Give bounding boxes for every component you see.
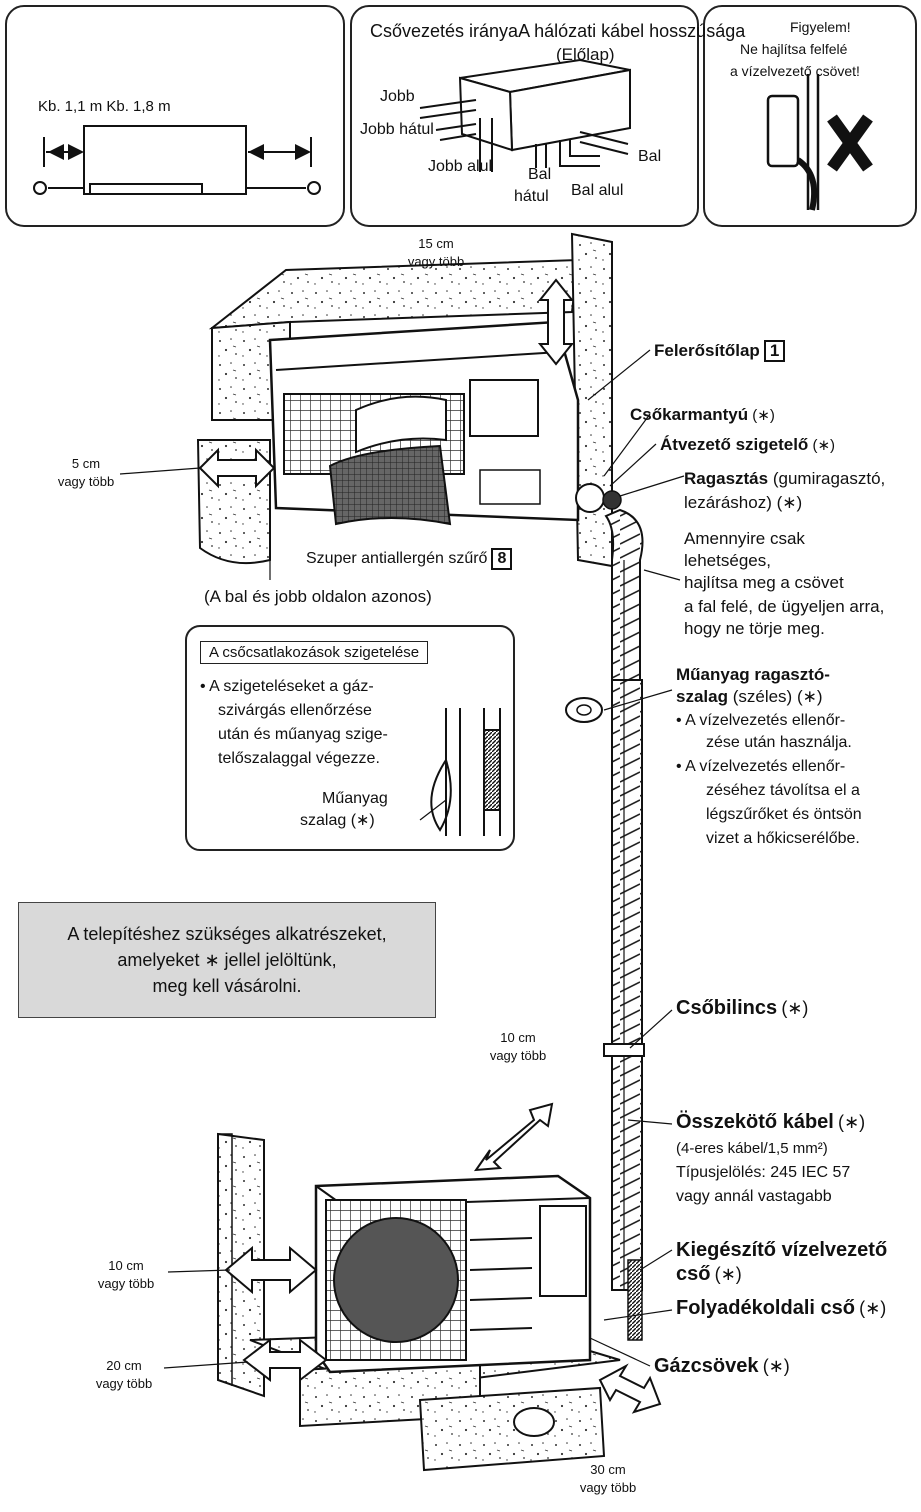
clamp-mark: (∗)	[781, 998, 809, 1018]
bend-note-1: Amennyire csak	[684, 529, 805, 548]
tape-label-2: szalag (széles) (∗)	[676, 686, 823, 707]
insulation-tape-label-1: Műanyag	[322, 790, 388, 807]
cable-text: Összekötő kábel	[676, 1111, 834, 1133]
dir-left-rear-2: hátul	[514, 188, 549, 205]
tape-bullet-2d: vizet a hőkicserélőbe.	[706, 830, 860, 847]
clearance-outdoor-top-value: 10 cm	[500, 1030, 536, 1045]
purchase-note-line-1: A telepítéshez szükséges alkatrészeket,	[67, 924, 387, 944]
cable-spec-2: Típusjelölés: 245 IEC 57	[676, 1164, 851, 1181]
filter-part-number: 8	[491, 548, 513, 570]
dir-right-rear: Jobb hátul	[360, 121, 434, 138]
clearance-outdoor-front-value: 30 cm	[590, 1462, 626, 1477]
tape-bullet-2b: zéséhez távolítsa el a	[706, 782, 860, 799]
drain-mark: (∗)	[714, 1264, 742, 1284]
clearance-outdoor-left-unit: vagy több	[97, 1276, 155, 1291]
sleeve-mark: (∗)	[752, 407, 775, 424]
insulation-line-4: telőszalaggal végezze.	[218, 750, 380, 767]
front-label: (Előlap)	[556, 45, 615, 64]
same-sides-note: (A bal és jobb oldalon azonos)	[204, 587, 432, 606]
drain-text: cső	[676, 1263, 711, 1285]
clearance-outdoor-left-value: 10 cm	[108, 1258, 144, 1273]
clearance-top-unit: vagy több	[407, 254, 465, 269]
warning-line-2: Ne hajlítsa felfelé	[740, 41, 848, 57]
insulation-tape-label-2: szalag (∗)	[300, 812, 375, 829]
putty-label: Ragasztás (gumiragasztó,	[684, 468, 885, 489]
sleeve-label: Csőkarmantyú (∗)	[630, 404, 775, 425]
purchase-note-box: A telepítéshez szükséges alkatrészeket, …	[18, 902, 436, 1018]
insulator-label: Átvezető szigetelő (∗)	[660, 434, 835, 455]
insulator-text: Átvezető szigetelő	[660, 435, 809, 454]
insulation-box-title: A csőcsatlakozások szigetelése	[200, 641, 429, 664]
tape-bullet-1a: • A vízelvezetés ellenőr-	[676, 712, 846, 729]
filter-label-text: Szuper antiallergén szűrő	[306, 550, 488, 567]
tape-label-bold: szalag	[676, 687, 728, 706]
tape-label-rest: (széles) (∗)	[727, 687, 823, 706]
sleeve-text: Csőkarmantyú	[630, 405, 749, 424]
liquid-pipe-mark: (∗)	[859, 1298, 887, 1318]
insulation-line-2: szivárgás ellenőrzése	[218, 702, 372, 719]
dir-right-bottom: Jobb alul	[428, 158, 493, 175]
drain-label-1: Kiegészítő vízelvezető	[676, 1239, 888, 1261]
purchase-note-line-2: amelyeket ∗ jellel jelöltünk,	[117, 950, 337, 970]
mounting-plate-number: 1	[763, 340, 786, 362]
cable-spec-1: (4-eres kábel/1,5 mm²)	[676, 1140, 828, 1157]
liquid-pipe-label: Folyadékoldali cső (∗)	[676, 1298, 886, 1319]
panel-title: Csővezetés irányaA hálózati kábel hosszú…	[370, 21, 746, 41]
gas-pipe-label: Gázcsövek (∗)	[654, 1356, 790, 1377]
tape-bullet-2a: • A vízelvezetés ellenőr-	[676, 758, 846, 775]
purchase-note-line-3: meg kell vásárolni.	[152, 976, 302, 996]
clearance-left-value: 5 cm	[71, 456, 101, 471]
liquid-pipe-text: Folyadékoldali cső	[676, 1297, 855, 1319]
putty-line-2: lezáráshoz) (∗)	[684, 493, 803, 512]
putty-rest: (gumiragasztó,	[768, 469, 886, 488]
length-label: Kb. 1,1 m Kb. 1,8 m	[38, 98, 171, 115]
clamp-text: Csőbilincs	[676, 997, 778, 1019]
tape-bullet-2c: légszűrőket és öntsön	[706, 806, 862, 823]
dir-left-rear-1: Bal	[528, 166, 552, 183]
insulation-line-1: • A szigeteléseket a gáz-	[200, 678, 374, 695]
bend-note-2: lehetséges,	[684, 551, 771, 570]
mounting-plate-text: Felerősítőlap	[654, 341, 760, 360]
gas-pipe-mark: (∗)	[762, 1356, 790, 1376]
dir-right: Jobb	[380, 88, 415, 105]
cable-label: Összekötő kábel (∗)	[676, 1112, 865, 1133]
warning-title: Figyelem!	[790, 19, 851, 35]
drain-label-2: cső (∗)	[676, 1264, 742, 1285]
bend-note-3: hajlítsa meg a csövet	[684, 573, 844, 592]
clearance-outdoor-rear-unit: vagy több	[95, 1376, 153, 1391]
insulator-mark: (∗)	[812, 437, 836, 454]
clearance-outdoor-rear-value: 20 cm	[106, 1358, 142, 1373]
clamp-label: Csőbilincs (∗)	[676, 998, 808, 1019]
clearance-outdoor-front-unit: vagy több	[579, 1480, 637, 1495]
clearance-left-unit: vagy több	[57, 474, 115, 489]
warning-line-3: a vízelvezető csövet!	[730, 63, 860, 79]
cable-spec-3: vagy annál vastagabb	[676, 1188, 832, 1205]
putty-text: Ragasztás	[684, 469, 769, 488]
gas-pipe-text: Gázcsövek	[654, 1355, 759, 1377]
clearance-top-value: 15 cm	[418, 236, 454, 251]
tape-bullet-1b: zése után használja.	[706, 734, 852, 751]
tape-label-1: Műanyag ragasztó-	[676, 665, 830, 684]
dir-left: Bal	[638, 148, 662, 165]
insulation-line-3: után és műanyag szige-	[218, 726, 388, 743]
cable-mark: (∗)	[838, 1112, 866, 1132]
bend-note-4: a fal felé, de ügyeljen arra,	[684, 597, 885, 616]
dir-left-bottom: Bal alul	[571, 182, 624, 199]
bend-note-5: hogy ne törje meg.	[684, 619, 825, 638]
clearance-outdoor-top-unit: vagy több	[489, 1048, 547, 1063]
